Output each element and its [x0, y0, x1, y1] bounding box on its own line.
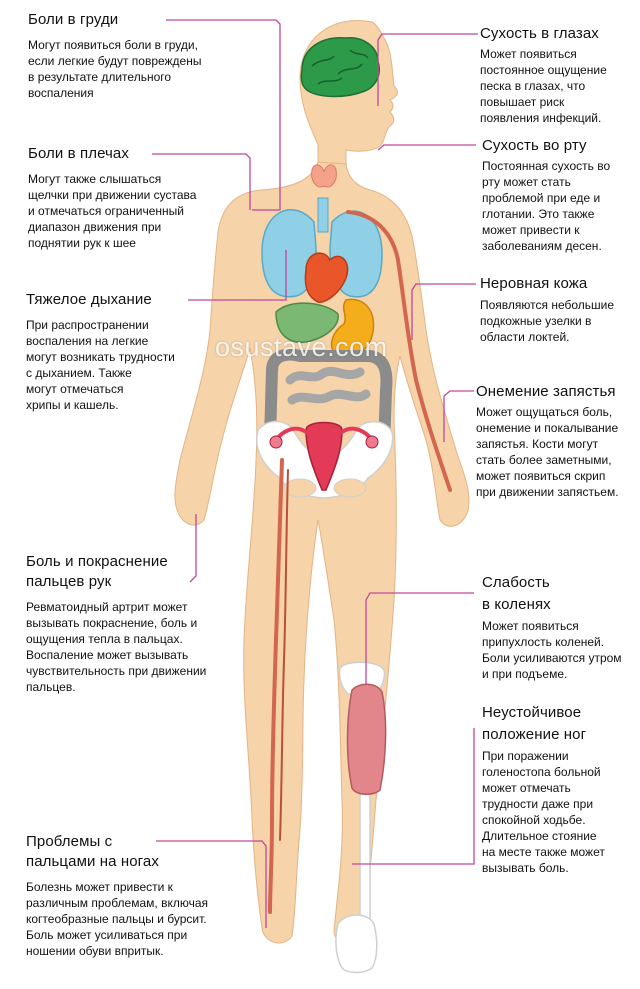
annotation-knees: Слабость в коленях Может появиться припу…	[482, 572, 640, 682]
annotation-text: При распространении воспаления на легкие…	[26, 318, 175, 412]
annotation-title: Сухость во рту	[482, 137, 587, 154]
annotation-text: При поражении голеностопа больной может …	[482, 749, 605, 875]
annotation-title: Тяжелое дыхание	[26, 291, 152, 308]
watermark: osustave.com	[215, 332, 388, 362]
annotation-text: Могут также слышаться щелчки при движени…	[28, 172, 197, 250]
annotation-text: Постоянная сухость во рту может стать пр…	[482, 159, 611, 253]
annotation-text: Могут появиться боли в груди, если легки…	[28, 38, 202, 100]
annotation-title: Онемение запястья	[476, 383, 616, 400]
annotation-fingers: Боль и покраснение пальцев рук Ревматоид…	[26, 552, 246, 695]
annotation-dry-mouth: Сухость во рту Постоянная сухость во рту…	[482, 136, 640, 254]
annotation-title: Неустойчивое положение ног	[482, 704, 587, 743]
annotation-title: Сухость в глазах	[480, 25, 599, 42]
organs	[255, 37, 452, 974]
annotation-toes: Проблемы с пальцами на ногах Болезнь мож…	[26, 832, 246, 959]
annotation-text: Может появиться постоянное ощущение песк…	[480, 47, 607, 125]
annotation-title: Неровная кожа	[480, 275, 588, 292]
annotation-breathing: Тяжелое дыхание При распространении восп…	[26, 290, 226, 413]
annotation-wrist: Онемение запястья Может ощущаться боль, …	[476, 382, 640, 500]
annotation-text: Может ощущаться боль, онемение и покалыв…	[476, 405, 619, 499]
annotation-title: Боли в груди	[28, 11, 119, 28]
annotation-text: Может появиться припухлость коленей. Бол…	[482, 619, 622, 681]
annotation-skin: Неровная кожа Появляются небольшие подко…	[480, 274, 640, 345]
annotation-chest: Боли в груди Могут появиться боли в груд…	[28, 10, 248, 101]
annotation-title: Боли в плечах	[28, 145, 129, 162]
annotation-title: Боль и покраснение пальцев рук	[26, 553, 168, 590]
annotation-title: Слабость в коленях	[482, 574, 551, 613]
annotation-legs: Неустойчивое положение ног При поражении…	[482, 702, 640, 876]
leader-lines	[152, 19, 478, 928]
annotation-dry-eyes: Сухость в глазах Может появиться постоян…	[480, 24, 640, 126]
annotation-title: Проблемы с пальцами на ногах	[26, 833, 159, 870]
annotation-text: Появляются небольшие подкожные узелки в …	[480, 298, 615, 344]
annotation-shoulders: Боли в плечах Могут также слышаться щелч…	[28, 144, 248, 251]
annotation-text: Ревматоидный артрит может вызывать покра…	[26, 600, 207, 694]
annotation-text: Болезнь может привести к различным пробл…	[26, 880, 208, 958]
